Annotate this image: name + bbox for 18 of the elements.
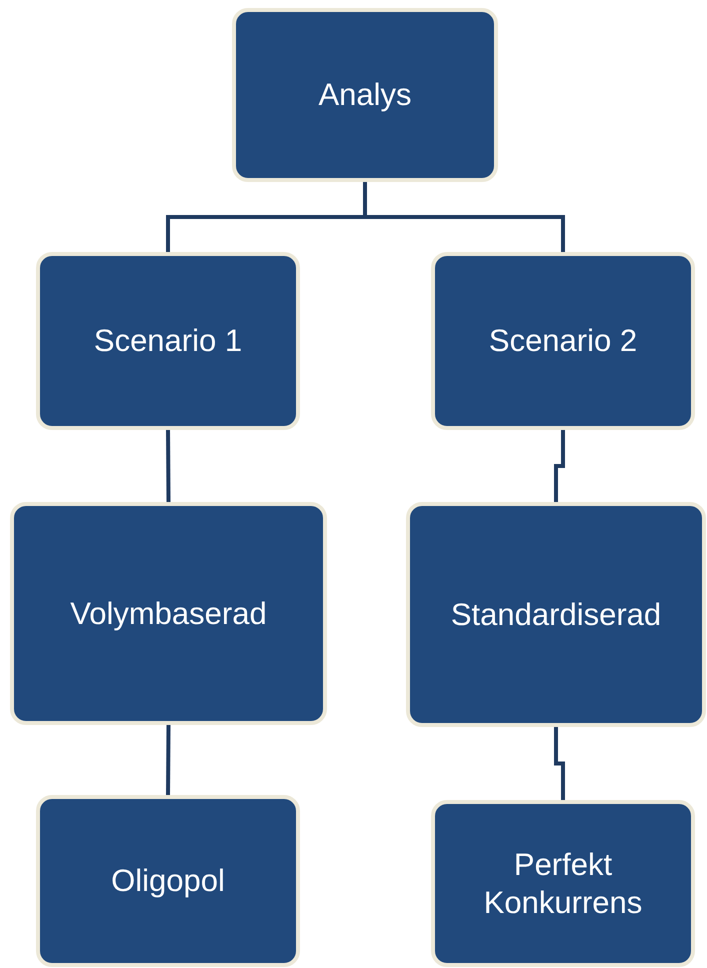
process-box — [10, 502, 327, 725]
box-label: Analys — [318, 76, 412, 114]
process-box — [431, 252, 695, 430]
process-box — [36, 795, 300, 967]
connector-line — [554, 430, 565, 502]
box-label: Scenario 2 — [488, 322, 638, 360]
box-label: Volymbaserad — [70, 594, 267, 632]
connector-line — [554, 727, 565, 800]
process-box — [232, 8, 498, 182]
process-box — [406, 502, 706, 727]
connector-line — [166, 724, 170, 796]
box-label: Standardiserad — [450, 596, 662, 634]
process-box — [431, 800, 695, 967]
box-label: Perfekt Konkurrens — [482, 846, 644, 921]
process-box — [36, 252, 300, 430]
box-label: Oligopol — [111, 862, 225, 900]
box-label: Scenario 1 — [94, 322, 242, 360]
connector-line — [166, 430, 170, 502]
